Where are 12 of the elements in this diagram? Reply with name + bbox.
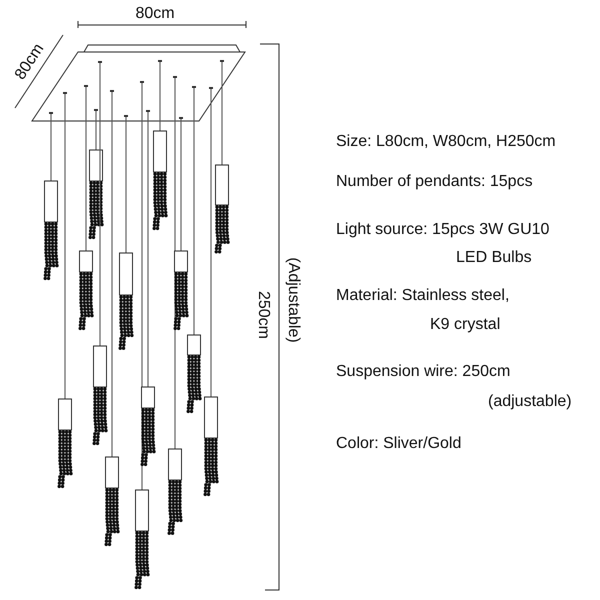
spec-text: Material: Stainless steel, <box>336 288 510 304</box>
spec-text: Light source: 15pcs 3W GU10 <box>336 222 550 238</box>
spec-text: Color: Sliver/Gold <box>336 436 462 452</box>
spec-text: Number of pendants: 15pcs <box>336 174 533 190</box>
spec-text: K9 crystal <box>430 317 500 333</box>
spec-text: Suspension wire: 250cm <box>336 364 510 380</box>
dimension-label: 250cm <box>255 290 271 340</box>
dimension-label: 80cm <box>135 6 175 22</box>
spec-text: LED Bulbs <box>456 250 532 266</box>
spec-text: (adjustable) <box>488 394 572 410</box>
dimension-label: (Adjustable) <box>285 257 301 343</box>
spec-text: Size: L80cm, W80cm, H250cm <box>336 134 556 150</box>
